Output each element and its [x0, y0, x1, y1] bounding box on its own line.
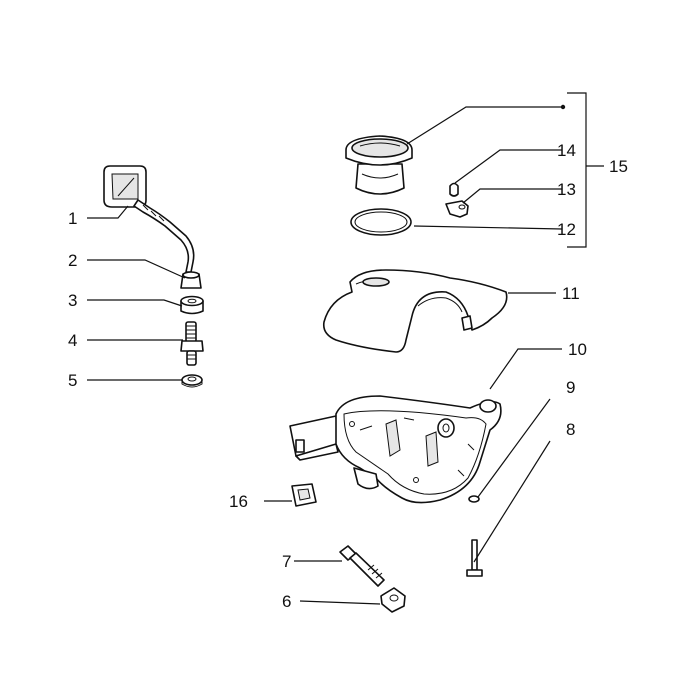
leader-lines [87, 92, 604, 605]
callout-12: 12 [557, 220, 576, 239]
part-small-washer [468, 495, 480, 503]
part-o-ring [350, 208, 412, 236]
callout-14: 14 [557, 141, 576, 160]
part-washer [181, 374, 203, 388]
part-grommet [291, 483, 317, 507]
callout-5: 5 [68, 371, 77, 390]
part-lens-assembly [345, 135, 413, 195]
part-nut [180, 271, 202, 289]
callout-3: 3 [68, 291, 77, 310]
callout-labels: 1 2 3 4 5 6 7 8 9 10 11 12 13 14 15 16 [68, 141, 628, 611]
callout-16: 16 [229, 492, 248, 511]
callout-7: 7 [282, 552, 291, 571]
callout-9: 9 [566, 378, 575, 397]
part-small-bulb [449, 182, 459, 197]
callout-2: 2 [68, 251, 77, 270]
part-square-nut [380, 587, 406, 613]
part-stud [180, 321, 204, 366]
callout-13: 13 [557, 180, 576, 199]
part-spacer [180, 295, 204, 315]
part-upper-cover [322, 269, 508, 353]
callout-6: 6 [282, 592, 291, 611]
callout-10: 10 [568, 340, 587, 359]
part-lower-housing [289, 395, 502, 504]
callout-15: 15 [609, 157, 628, 176]
part-bolt [339, 545, 385, 587]
part-mirror [103, 165, 195, 273]
callout-8: 8 [566, 420, 575, 439]
part-bulb-holder [445, 200, 469, 218]
callout-4: 4 [68, 331, 77, 350]
part-long-screw [466, 539, 483, 577]
callout-1: 1 [68, 209, 77, 228]
callout-11: 11 [562, 284, 580, 303]
